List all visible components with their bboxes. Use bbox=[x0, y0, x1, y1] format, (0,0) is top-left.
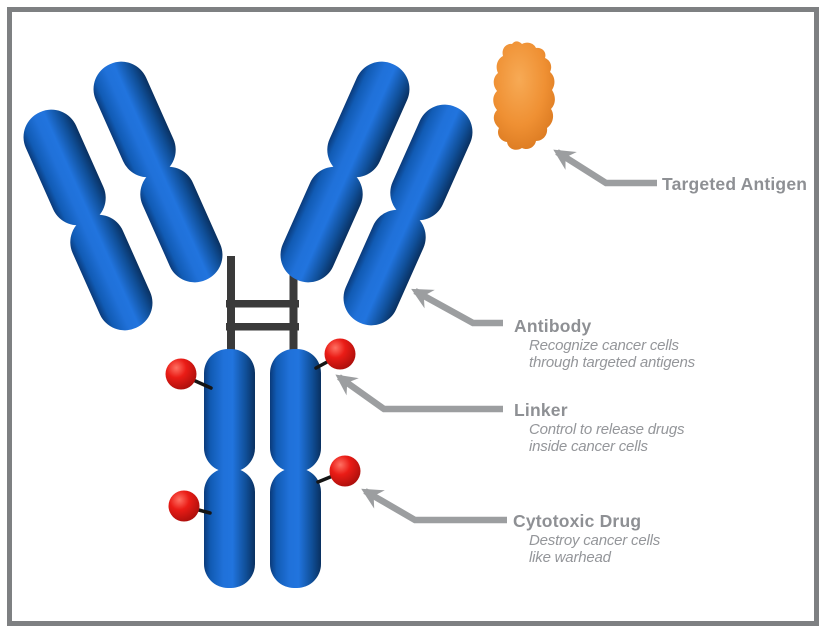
linker-description-line1: Control to release drugs bbox=[529, 421, 685, 438]
antibody-description-line2: through targeted antigens bbox=[529, 353, 695, 371]
antibody-hinge bbox=[226, 256, 299, 353]
targeted-antigen-arrow bbox=[553, 149, 657, 187]
linker-arrow bbox=[335, 374, 503, 413]
cytotoxic-drug-description-line2: like warhead bbox=[529, 548, 611, 566]
antibody-description-line1: Recognize cancer cells bbox=[529, 337, 679, 354]
drug-sphere bbox=[165, 358, 197, 390]
drug-sphere bbox=[168, 490, 200, 522]
drug-sphere bbox=[329, 455, 361, 487]
antibody-label: Antibody bbox=[514, 316, 592, 336]
antibody-arm-right bbox=[280, 61, 473, 326]
cytotoxic-drug-description: Destroy cancer cells like warhead bbox=[529, 532, 661, 566]
antibody-stem bbox=[204, 349, 321, 588]
linker-description: Control to release drugs inside cancer c… bbox=[529, 421, 685, 455]
callout-arrows bbox=[335, 149, 657, 524]
cytotoxic-drug-description-line1: Destroy cancer cells bbox=[529, 532, 661, 549]
antibody-arrow bbox=[411, 288, 503, 327]
antigen-blob bbox=[493, 41, 555, 150]
cytotoxic-drug-spheres bbox=[165, 338, 361, 522]
cytotoxic-drug-arrow bbox=[361, 488, 507, 524]
antibody-description: Recognize cancer cells through targeted … bbox=[529, 337, 695, 371]
cytotoxic-drug-label: Cytotoxic Drug bbox=[513, 511, 642, 531]
antibody-arm-left bbox=[23, 61, 223, 331]
drug-sphere bbox=[324, 338, 356, 370]
linker-description-line2: inside cancer cells bbox=[529, 437, 648, 455]
linker-label: Linker bbox=[514, 400, 568, 420]
targeted-antigen-label: Targeted Antigen bbox=[662, 174, 808, 194]
